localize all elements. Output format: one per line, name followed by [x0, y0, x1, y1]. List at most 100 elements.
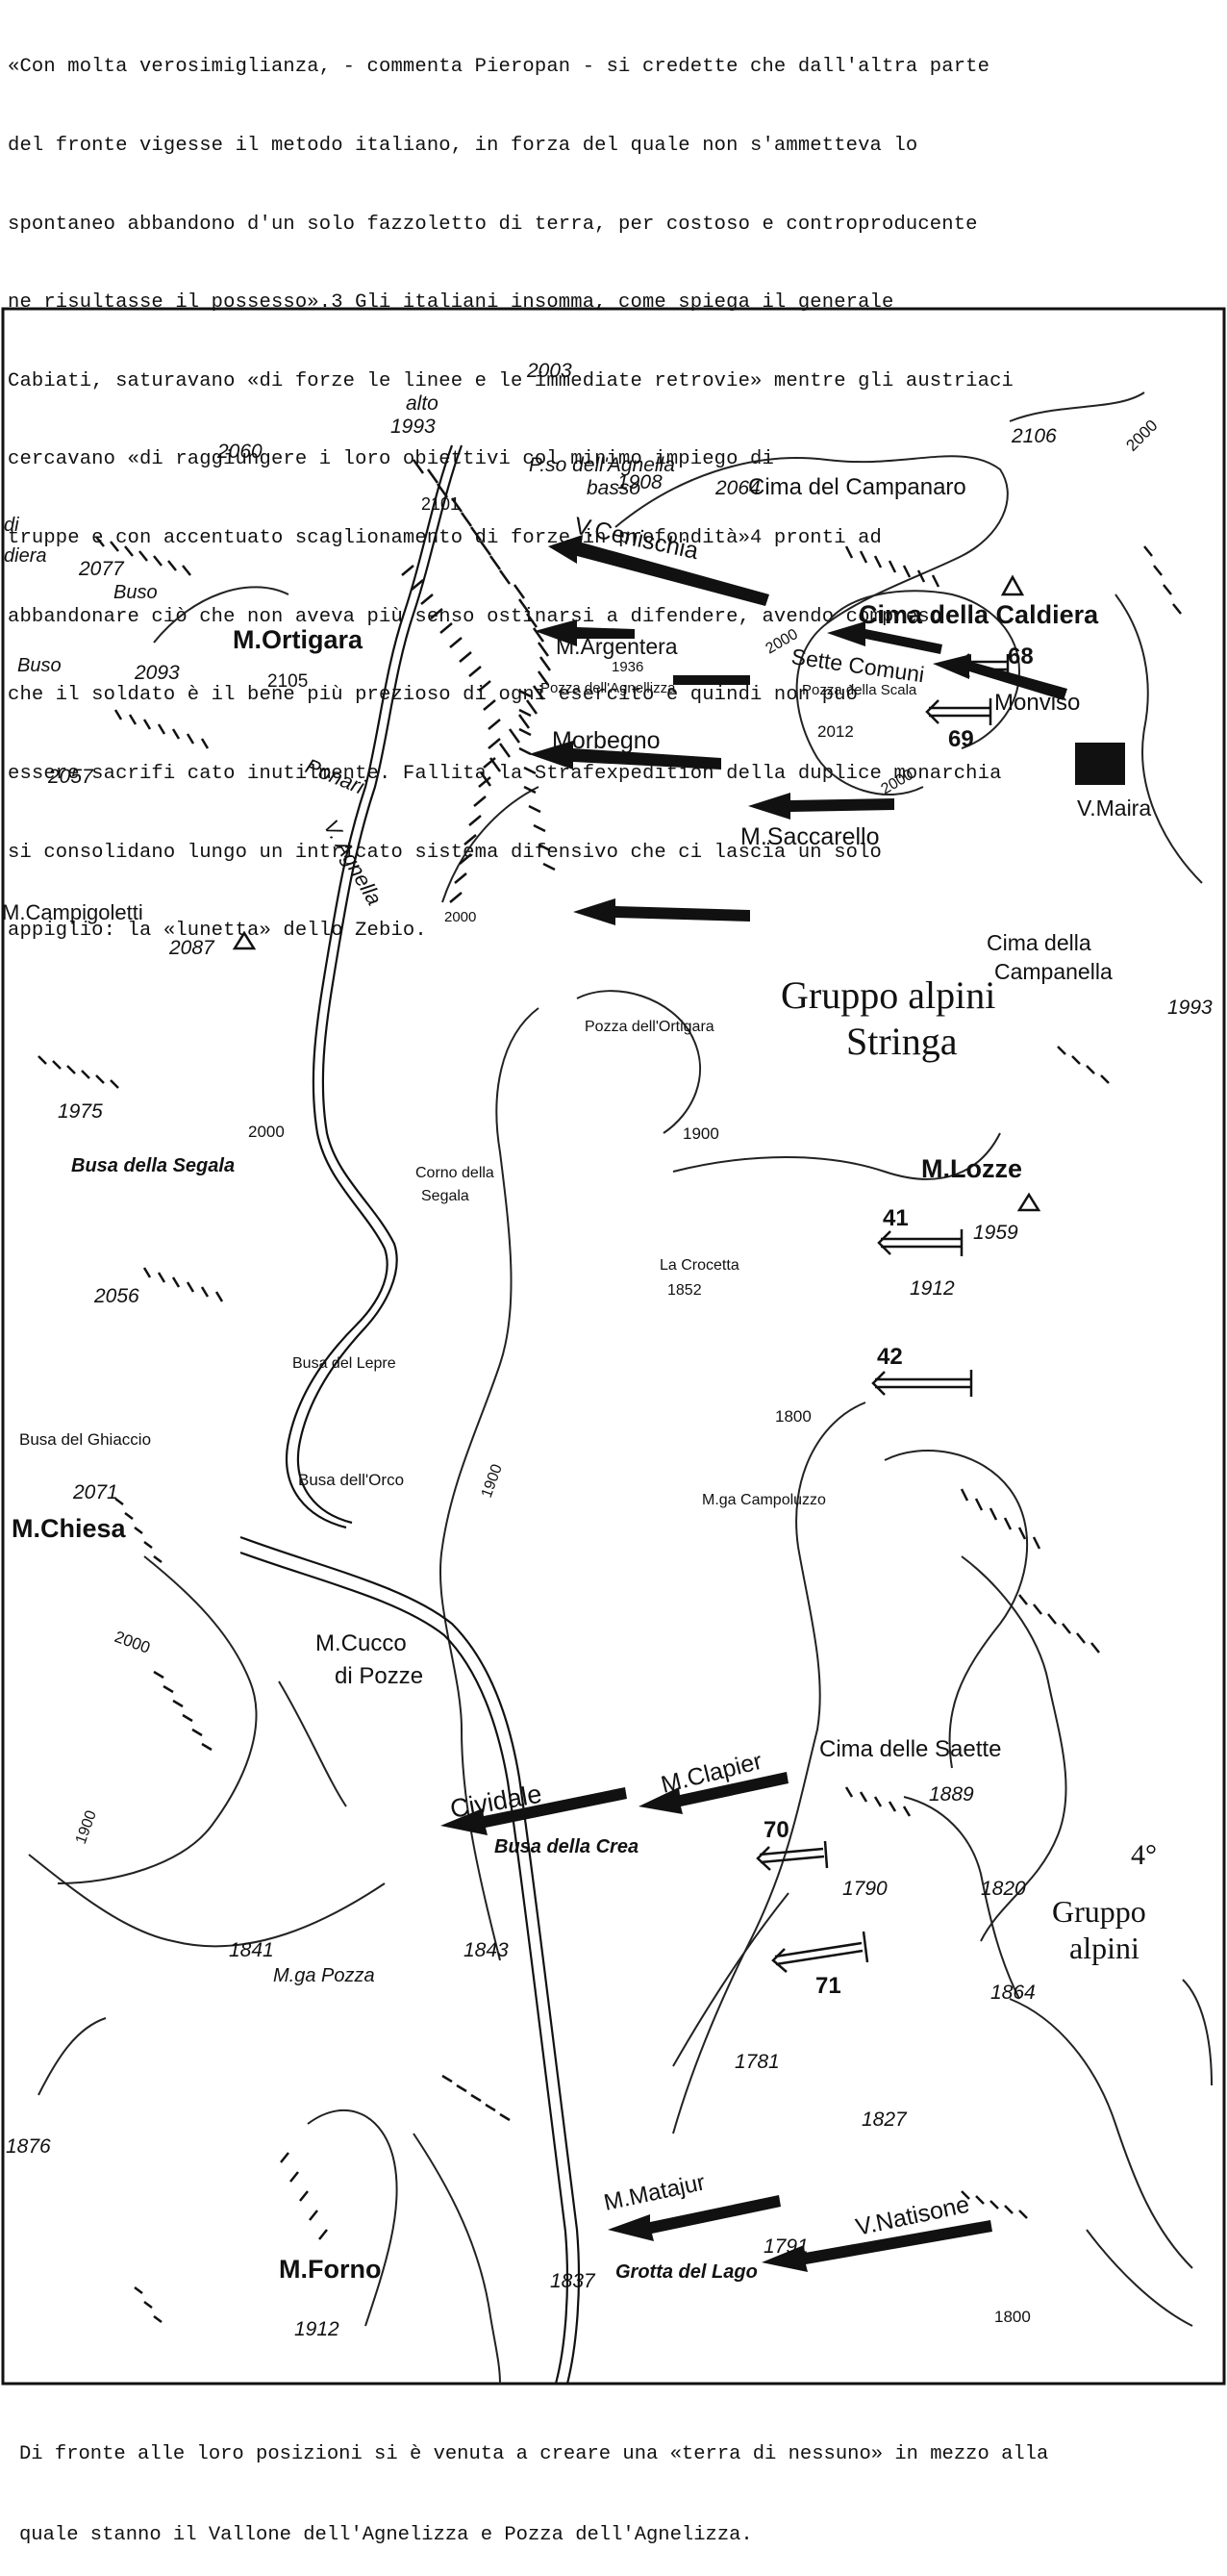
arrow-sette-comuni: [827, 621, 942, 654]
elev-1800-crocetta: 1800: [775, 1407, 812, 1426]
label-m-lozze: M.Lozze: [921, 1154, 1022, 1183]
elev-1908: 1908: [617, 471, 663, 493]
label-pozza-ortigara: Pozza dell'Ortigara: [585, 1019, 714, 1035]
arrow-natisone: [762, 2220, 992, 2272]
map-caption: Di fronte alle loro posizioni si è venut…: [19, 2387, 1221, 2576]
elev-1975: 1975: [58, 1100, 103, 1123]
caption-line: Di fronte alle loro posizioni si è venut…: [19, 2443, 1049, 2465]
elev-1993: 1993: [390, 416, 436, 438]
elev-2000-saccarello: 2000: [879, 767, 916, 798]
mule-tracks: [239, 444, 581, 2385]
arrow-saccarello: [748, 793, 894, 820]
label-m-argentera: M.Argentera: [556, 634, 678, 659]
triangle-caldiera: [1000, 574, 1025, 596]
label-battalion-71: 71: [815, 1973, 841, 1999]
marker-68: [956, 653, 1010, 678]
label-battalion-42: 42: [877, 1344, 903, 1370]
label-m-cucco-1: M.Cucco: [315, 1630, 407, 1656]
arrow-ortigara-south: [573, 898, 750, 925]
peak-triangles: [232, 574, 1041, 1212]
elev-2060: 2060: [216, 441, 263, 463]
marker-70: [756, 1840, 829, 1871]
label-cima-caldiera: Cima della Caldiera: [859, 600, 1099, 629]
label-corno-segala-1: Corno della: [415, 1165, 494, 1181]
ortigara-battle-map: M.Ortigara Cima della Caldiera M.Lozze M…: [0, 306, 1227, 2387]
elev-2077: 2077: [78, 558, 125, 580]
elev-1912-lozze: 1912: [910, 1277, 955, 1300]
label-la-crocetta: La Crocetta: [660, 1257, 739, 1274]
label-gruppo-alpini-stringa-1: Gruppo alpini: [781, 973, 995, 1017]
elev-1820: 1820: [981, 1878, 1026, 1900]
label-buso: Buso: [17, 655, 62, 676]
paragraph-line: essere sacrifi cato inutilmente. Fallita…: [8, 762, 1002, 785]
label-4-gruppo-3: alpini: [1069, 1931, 1139, 1965]
elev-2106: 2106: [1011, 425, 1057, 447]
label-cima-saette: Cima delle Saette: [819, 1736, 1001, 1762]
paragraph-line: si consolidano lungo un intricato sistem…: [8, 841, 882, 864]
elev-1841: 1841: [229, 1939, 274, 1961]
label-gruppo-alpini-stringa-2: Stringa: [846, 1020, 958, 1063]
label-mga-pozza: M.ga Pozza: [273, 1965, 375, 1986]
elev-2000-chiesa: 2000: [113, 1628, 153, 1657]
arrow-cividale: [440, 1787, 627, 1835]
label-m-forno: M.Forno: [279, 2255, 381, 2284]
label-4-gruppo-2: Gruppo: [1052, 1894, 1146, 1929]
paragraph-line: Cabiati, saturavano «di forze le linee e…: [8, 369, 1014, 392]
arrow-argentera-b: [673, 675, 750, 685]
elev-2093: 2093: [134, 662, 180, 684]
label-basso: basso: [587, 477, 640, 499]
elev-1852: 1852: [667, 1282, 702, 1299]
label-di: di: [4, 515, 19, 536]
arrow-morbegno: [529, 741, 721, 770]
label-campanella-1: Cima della: [987, 930, 1091, 955]
elev-2056: 2056: [93, 1285, 139, 1307]
label-m-saccarello: M.Saccarello: [740, 823, 880, 850]
label-sette-comuni: Sette Comuni: [789, 644, 926, 687]
label-grotta-lago: Grotta del Lago: [615, 2261, 758, 2283]
v-maira-square: [1075, 743, 1125, 785]
elev-1781: 1781: [735, 2051, 780, 2073]
label-busa-orco: Busa dell'Orco: [298, 1471, 404, 1489]
marker-71: [771, 1931, 869, 1973]
arrow-argentera: [535, 619, 635, 646]
elev-1959: 1959: [973, 1222, 1018, 1244]
paragraph-line: appiglio: la «lunetta» dello Zebio.: [8, 920, 427, 943]
elev-1912-forno: 1912: [294, 2318, 339, 2340]
contour-lines: [28, 391, 1213, 2385]
arrow-matajur: [608, 2195, 781, 2241]
label-m-matajur: M.Matajur: [602, 2169, 708, 2216]
elev-2003: 2003: [526, 360, 572, 382]
elev-1843: 1843: [463, 1939, 509, 1961]
elev-1791: 1791: [764, 2235, 809, 2258]
paragraph-line: del fronte vigesse il metodo italiano, i…: [8, 135, 918, 158]
paragraph-line: abbandonare ciò che non aveva più senso …: [8, 605, 942, 628]
triangle-lozze: [1016, 1192, 1041, 1212]
label-battalion-69: 69: [948, 726, 974, 752]
elev-2000-ortigara: 2000: [444, 909, 476, 925]
label-busa-lepre: Busa del Lepre: [292, 1355, 396, 1372]
elev-2105: 2105: [267, 671, 308, 692]
label-diera: diera: [4, 545, 46, 567]
elev-1900-ortigara: 1900: [683, 1124, 719, 1143]
elev-2071: 2071: [72, 1481, 118, 1503]
elev-1900-west: 1900: [73, 1808, 100, 1846]
label-4-gruppo-1: 4°: [1131, 1839, 1157, 1871]
label-alto: alto: [406, 392, 438, 415]
label-mga-campoluzzo: M.ga Campoluzzo: [702, 1492, 826, 1508]
elev-1864: 1864: [990, 1982, 1036, 2004]
elev-1936: 1936: [612, 659, 643, 675]
paragraph-line: «Con molta verosimiglianza, - commenta P…: [8, 56, 990, 79]
paragraph-line: truppe e con accentuato scaglionamento d…: [8, 527, 882, 550]
label-campanella-2: Campanella: [994, 959, 1113, 984]
battalion-markers: [756, 653, 1010, 1973]
label-m-cucco-2: di Pozze: [335, 1663, 423, 1689]
label-morbegno: Morbegno: [552, 727, 661, 754]
label-battalion-70: 70: [764, 1817, 789, 1843]
label-pozza-agnellizza: Pozza dell'Agnellizza: [540, 680, 676, 696]
marker-42: [871, 1370, 973, 1397]
attack-arrows: [440, 535, 1067, 2272]
elev-1790: 1790: [842, 1878, 888, 1900]
marker-69: [925, 698, 992, 725]
arrow-clapier: [639, 1772, 789, 1814]
elev-1876: 1876: [6, 2135, 51, 2158]
